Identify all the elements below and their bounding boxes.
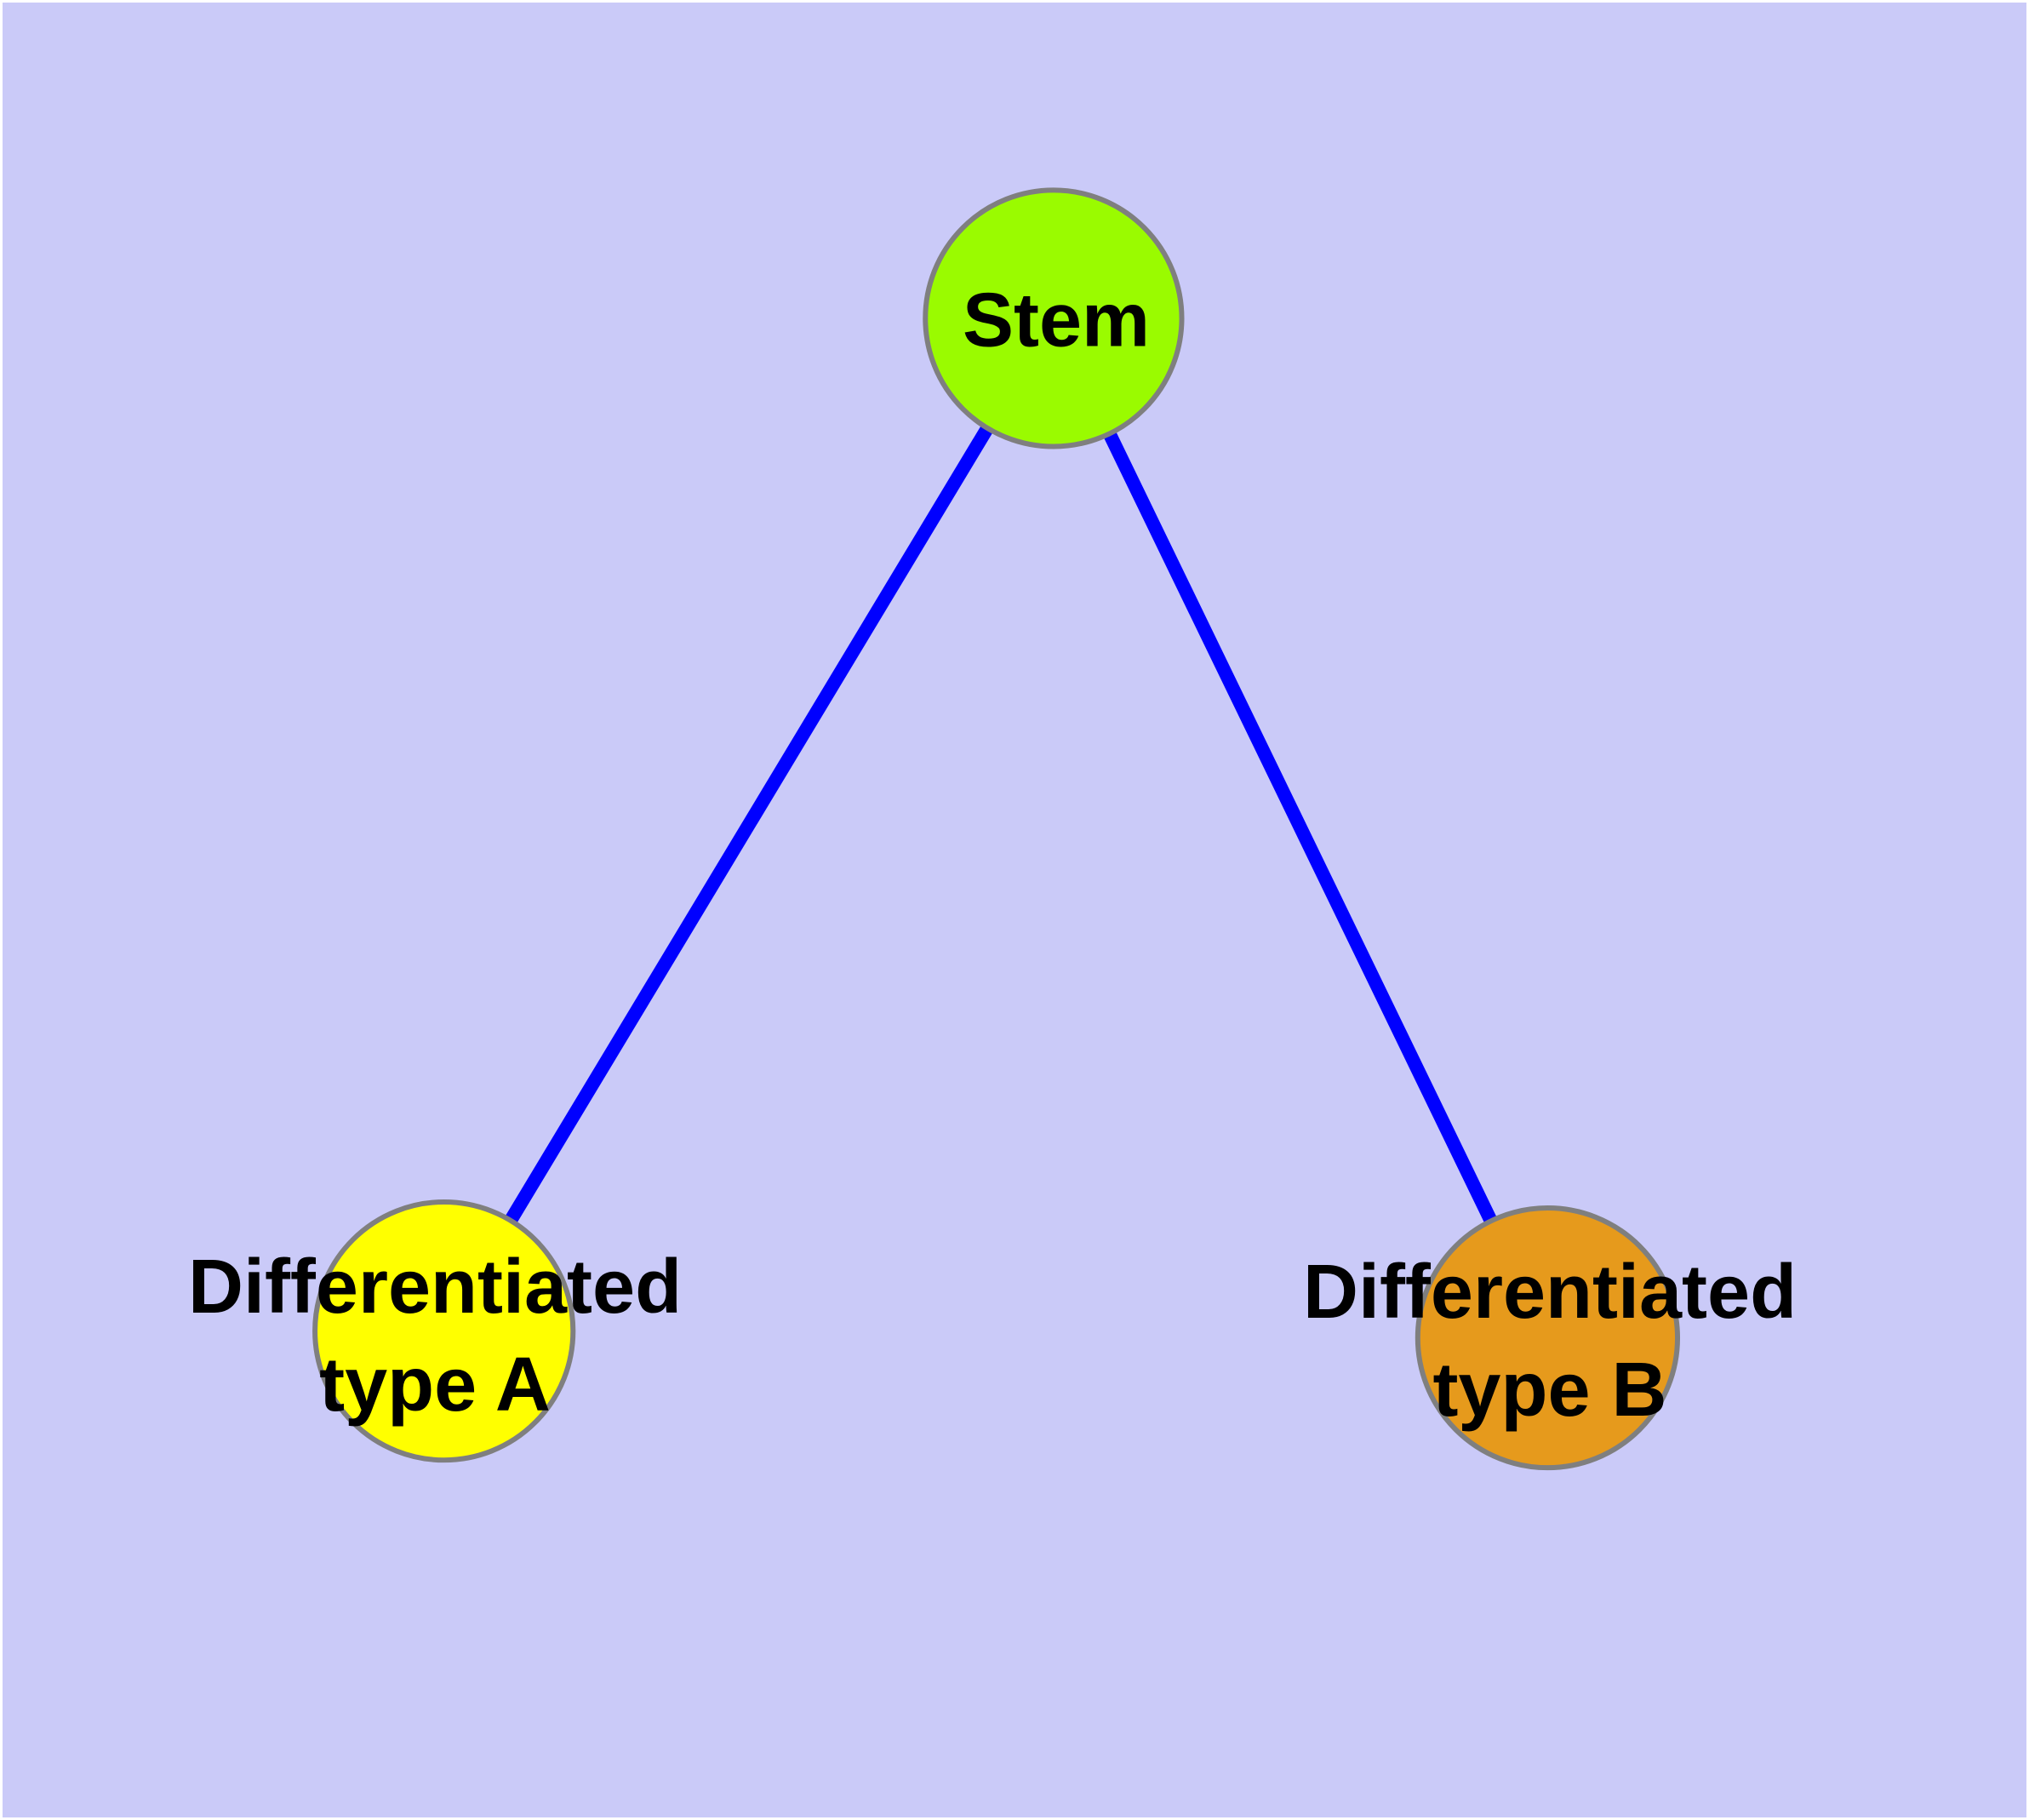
stem-node-label: Stem (962, 278, 1151, 363)
type-a-label-line2: type A (319, 1342, 551, 1428)
type-a-node-label: Differentiated type A (188, 1239, 682, 1434)
edge-stem-to-type-b (1047, 315, 1554, 1342)
edge-stem-to-type-a (437, 314, 1060, 1335)
type-b-label-line1: Differentiated (1302, 1250, 1798, 1335)
stem-node-circle (923, 187, 1185, 449)
type-a-node-circle (312, 1199, 576, 1463)
graph-svg (312, 187, 1681, 1471)
diagram-canvas: Stem Differentiated type A Differentiate… (3, 3, 2026, 1817)
type-a-label-line1: Differentiated (187, 1245, 683, 1330)
type-b-node-label: Differentiated type B (1303, 1244, 1797, 1439)
type-b-label-line2: type B (1432, 1348, 1667, 1433)
type-b-node-circle (1415, 1205, 1681, 1471)
